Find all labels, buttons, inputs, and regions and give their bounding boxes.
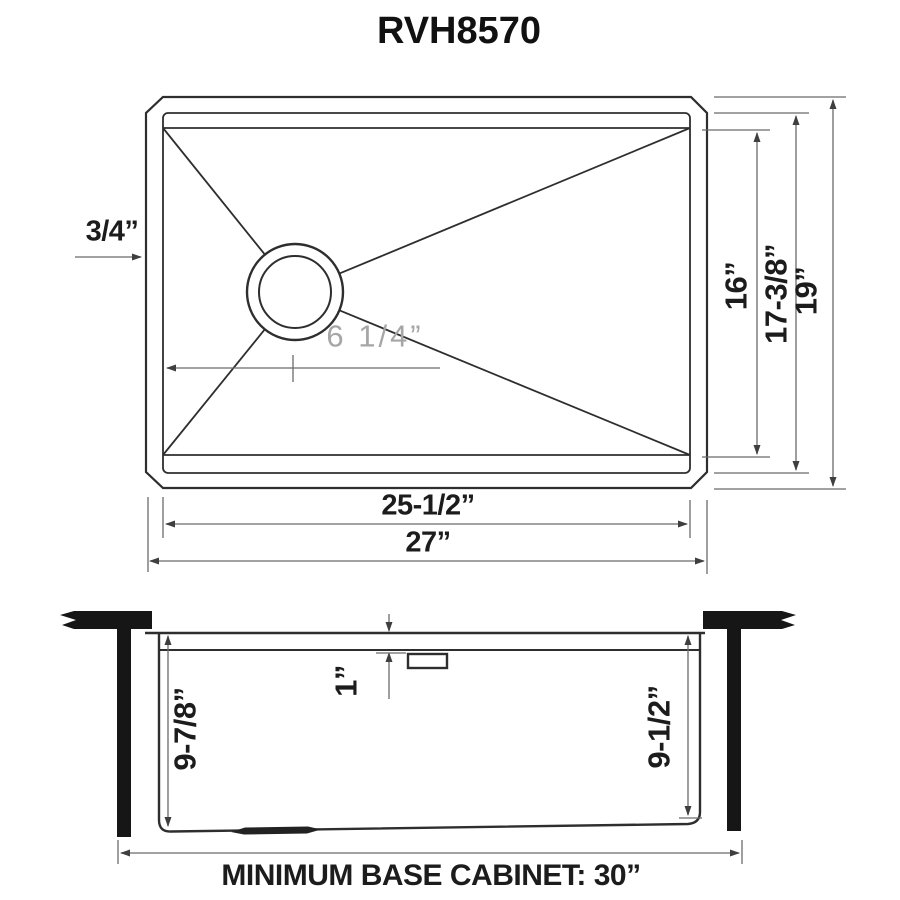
- drain-inner-ring: [258, 255, 332, 329]
- top-view: [144, 95, 709, 490]
- outer-height-label: 19”: [788, 266, 824, 316]
- bowl-height-label: 16”: [718, 261, 754, 311]
- cabinet-wall-right: [727, 629, 741, 831]
- depth-right-label: 9-1/2”: [641, 685, 677, 769]
- cabinet-note-label: MINIMUM BASE CABINET: 30”: [221, 859, 641, 892]
- countertop-right: [703, 611, 796, 629]
- countertop-left: [60, 611, 152, 629]
- drain-offset-label: 6 1/4”: [326, 318, 424, 354]
- sink-outer-rim: [144, 95, 709, 490]
- drain-flange: [231, 826, 321, 835]
- drain-box: [406, 652, 449, 670]
- sink-inner-rim: [162, 112, 691, 474]
- side-view: [60, 611, 796, 837]
- outer-width-label: 27”: [405, 526, 451, 559]
- drain-outer-ring: [245, 242, 345, 342]
- rim-width-label: 3/4”: [85, 215, 139, 248]
- depth-left-label: 9-7/8”: [167, 687, 203, 771]
- inner-width-label: 25-1/2”: [381, 489, 475, 522]
- model-number: RVH8570: [376, 10, 542, 52]
- basin-profile: [157, 633, 702, 833]
- inner-height-label: 17-3/8”: [758, 244, 794, 344]
- rim-thickness-label: 1”: [328, 665, 364, 697]
- top-view-dimensions: [75, 96, 846, 574]
- side-view-dimensions: [117, 614, 743, 864]
- bowl-fold-lines: [162, 127, 691, 456]
- cabinet-wall-left: [117, 629, 131, 837]
